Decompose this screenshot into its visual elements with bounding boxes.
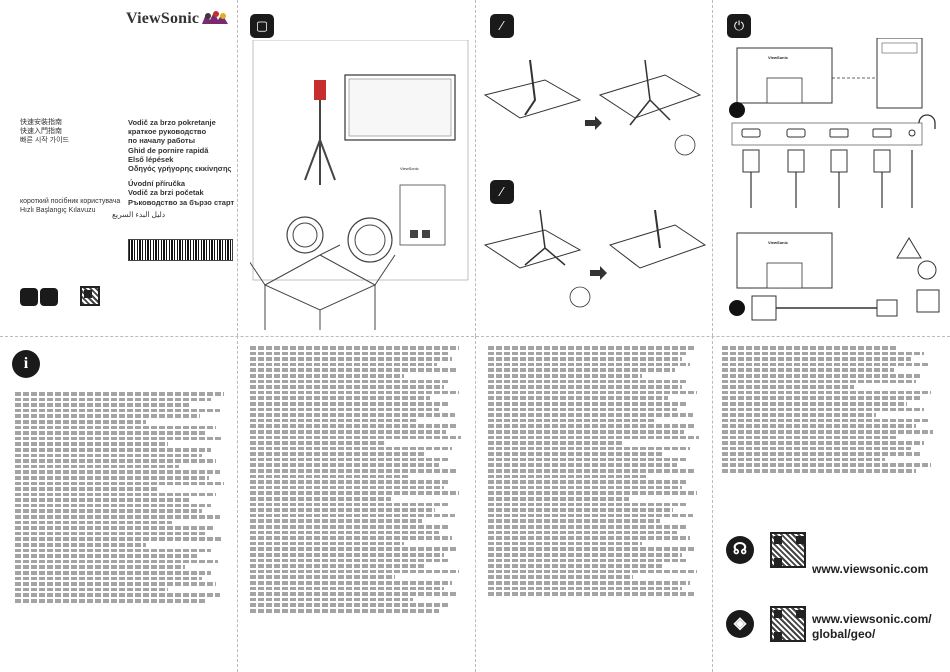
connections-illustration [729,38,940,321]
monitor-brand-bottom: ViewSonic [768,240,788,245]
panel-safety-3 [476,336,713,672]
title-tr: Hızlı Başlangıç Kılavuzu [20,207,96,214]
screwdriver-icon-2: ⁄ [490,180,514,204]
panel-box-contents [238,0,476,336]
cover-title-arabic: دليل البدء السريع [112,210,165,219]
title-ru-1: краткое руководство [128,127,207,137]
title-hu: Első lépések [128,154,174,164]
small-qr-code [80,286,100,306]
title-uk: короткий посібник користувача [20,198,121,205]
panel-safety-1 [0,336,238,672]
monitor-brand-top: ViewSonic [768,55,788,60]
stand-assembly-illustration [483,59,707,308]
cloud-download-icon [40,288,58,306]
geo-link-line-1[interactable]: www.viewsonic.com/ [812,612,932,626]
title-zh-tw: 快速安裝指南 [20,119,62,126]
brand-logo: ViewSonic [126,10,200,27]
title-ru-2: по началу работы [128,136,196,146]
safety-text-col-4 [722,346,942,516]
title-bg: Ръководство за бързо старт [128,197,235,207]
safety-text-col-2 [250,346,470,664]
cover-titles-2: короткий посібник користувача Hızlı Başl… [20,197,120,215]
title-sr: Vodič za brzi početak [128,188,204,198]
qsg-brand: ViewSonic [400,166,419,171]
cover-titles-asian: 快速安裝指南 快速入門指南 빠른 시작 가이드 [20,118,69,145]
cube-icon: ◈ [726,610,754,638]
panel-safety-2 [238,336,476,672]
headset-icon: ☊ [726,536,754,564]
safety-text-col-1 [15,392,233,662]
title-cs: Úvodní příručka [128,179,186,189]
screwdriver-icon: ⁄ [490,14,514,38]
title-hr: Vodič za brzo pokretanje [128,118,216,127]
box-icon: ▢ [250,14,274,38]
plug-icon: ⏻ [727,14,751,38]
title-ro: Ghid de pornire rapidă [128,145,209,155]
website-link[interactable]: www.viewsonic.com [812,562,929,576]
geo-link-line-2[interactable]: global/geo/ [812,627,876,641]
title-ko: 빠른 시작 가이드 [20,137,69,144]
cover-titles-european: Vodič za brzo pokretanje краткое руковод… [128,118,234,207]
website-qr-code[interactable] [770,532,806,568]
panel-stand-assembly [476,0,713,336]
book-download-icon [20,288,38,306]
title-ar: دليل البدء السريع [112,210,166,219]
box-contents-illustration [250,40,469,330]
birds-logo-icon [202,11,228,24]
title-el: Οδηγός γρήγορης εκκίνησης [128,164,232,174]
safety-text-col-3 [488,346,708,664]
geo-qr-code[interactable] [770,606,806,642]
barcode [128,239,233,261]
panel-cover [0,0,238,336]
info-icon: i [12,350,40,378]
title-zh-cn: 快速入門指南 [20,128,62,135]
